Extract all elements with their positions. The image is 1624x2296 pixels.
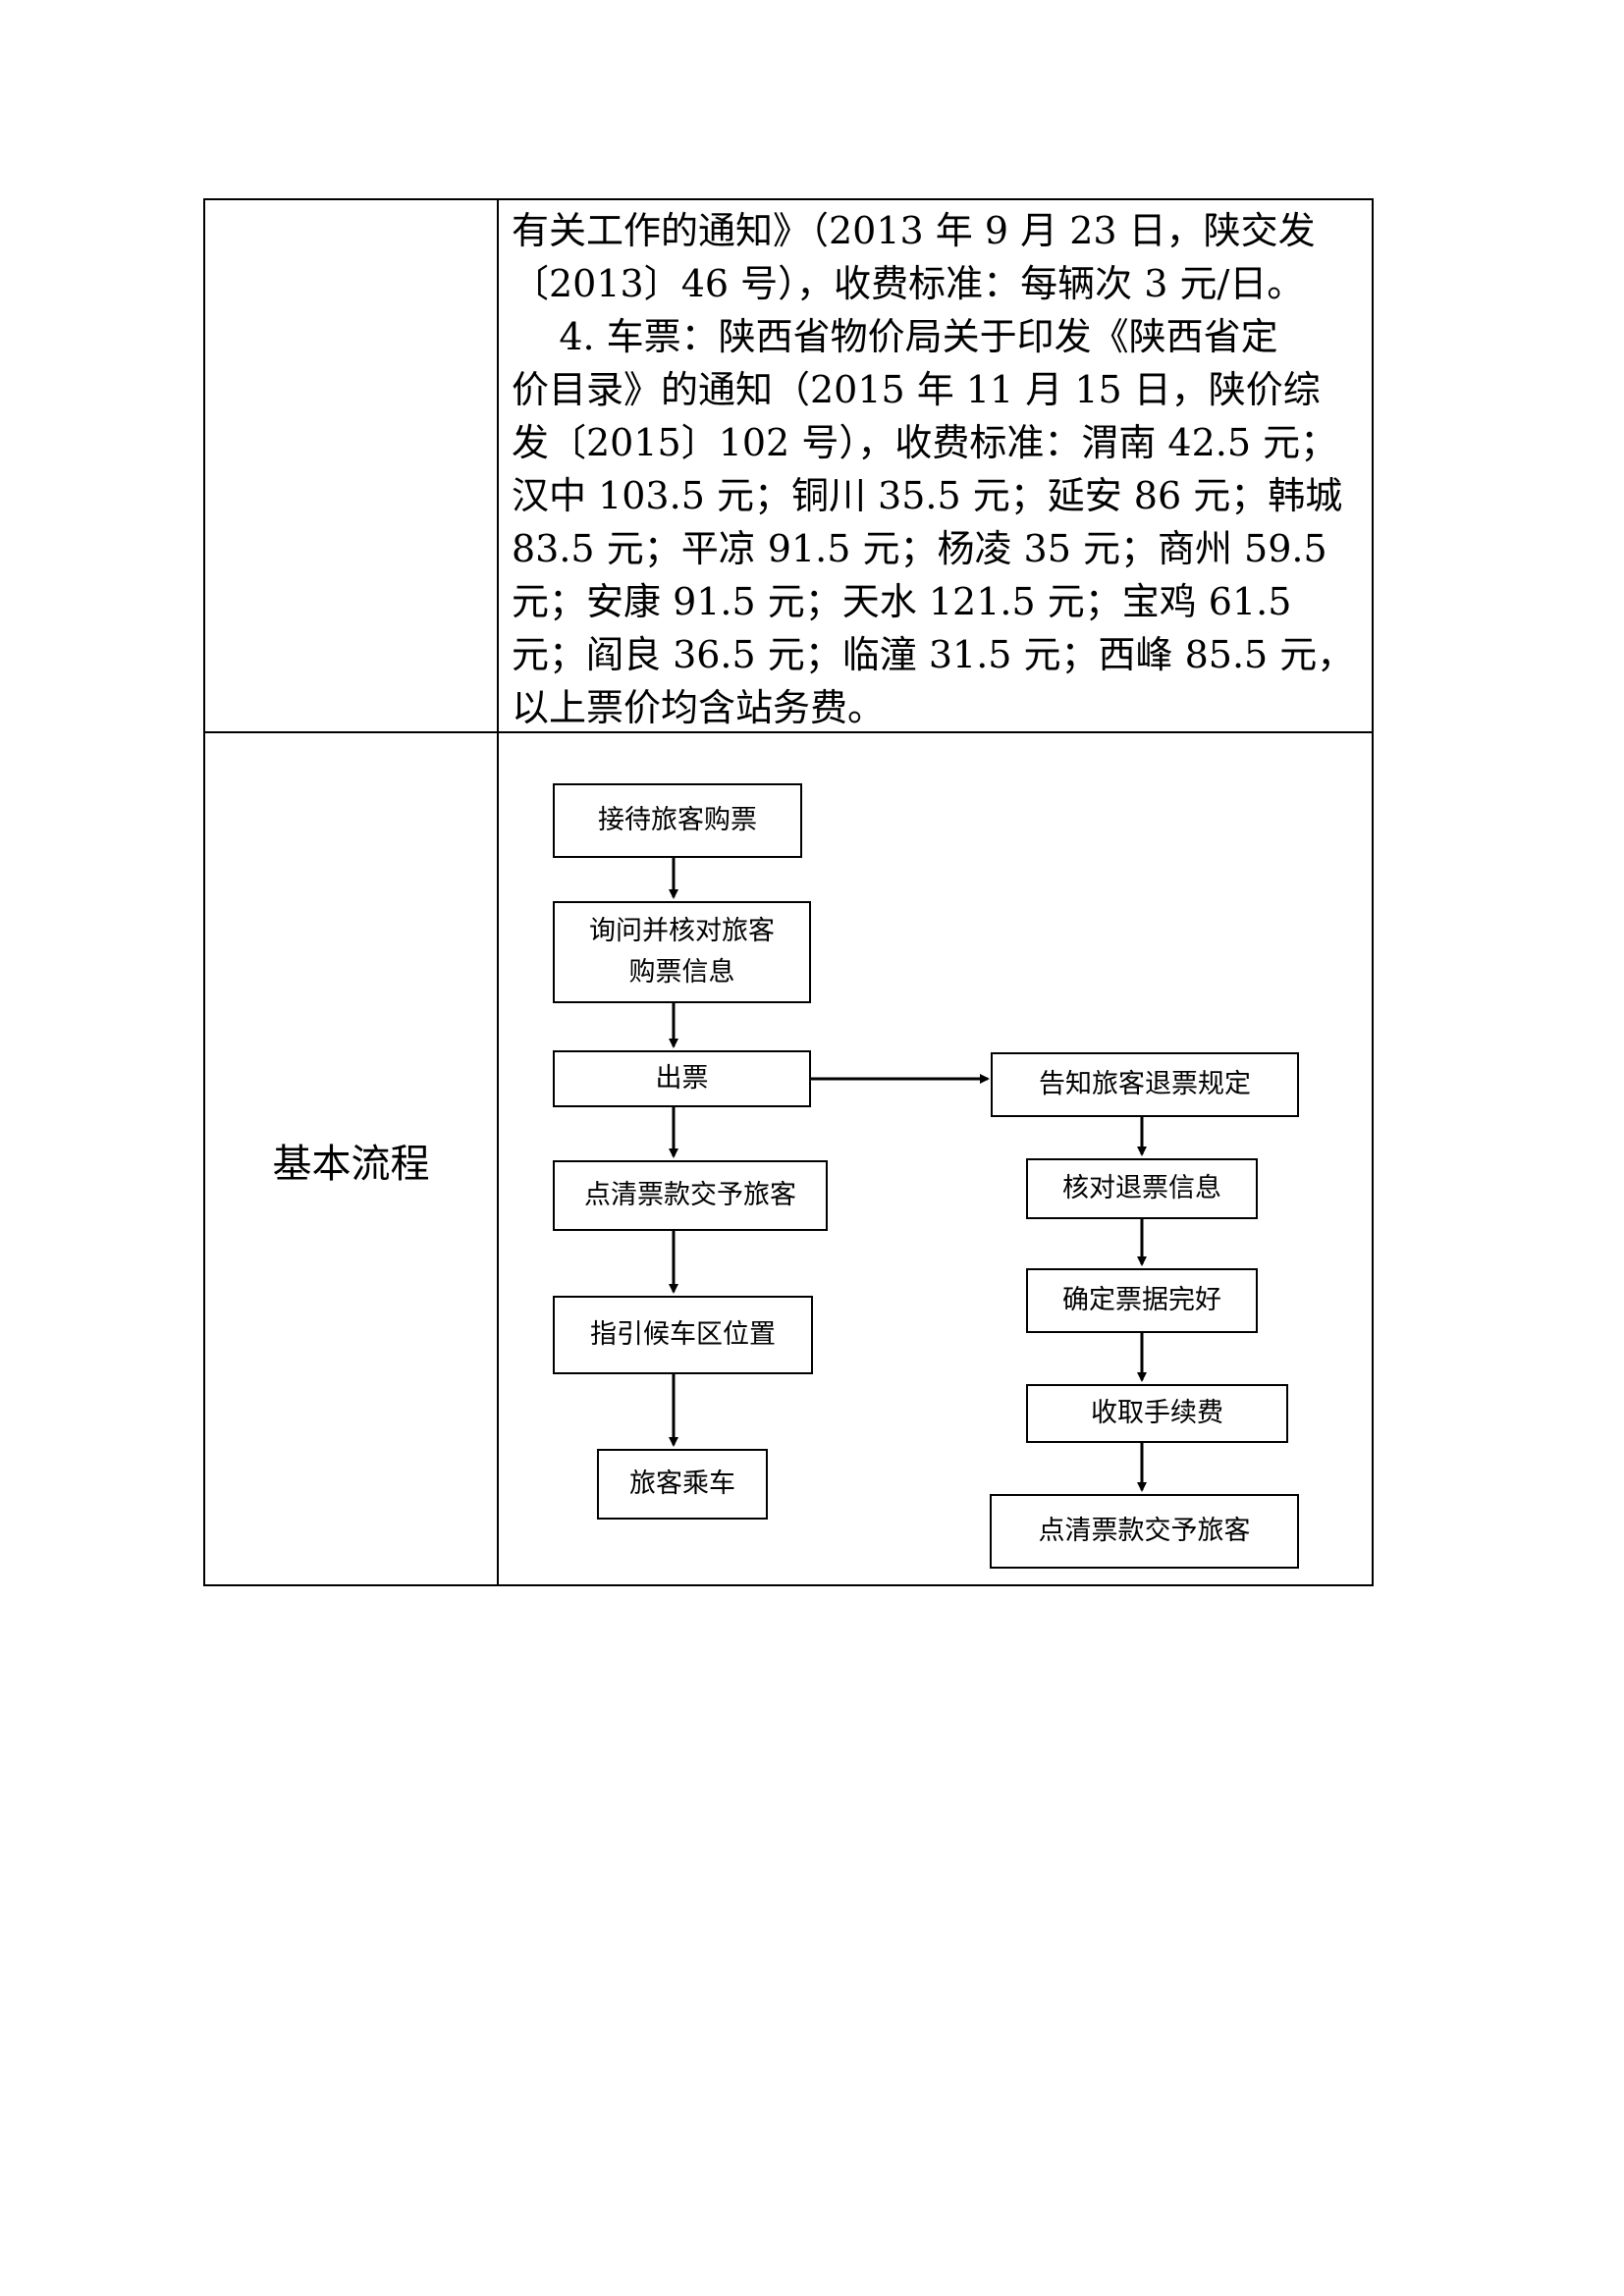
flow-step-issue-ticket: 出票: [553, 1050, 811, 1107]
flow-step-receive-passenger: 接待旅客购票: [553, 783, 802, 858]
text-line: 有关工作的通知》（2013 年 9 月 23 日，陕交发: [512, 209, 1316, 252]
flow-step-refund-money: 点清票款交予旅客: [990, 1494, 1299, 1569]
table-column-divider: [497, 200, 499, 1584]
flow-step-collect-fee: 收取手续费: [1026, 1384, 1288, 1443]
row-label-basic-process: 基本流程: [272, 1141, 430, 1187]
flow-step-refund-rules: 告知旅客退票规定: [991, 1052, 1299, 1117]
text-line: 汉中 103.5 元；铜川 35.5 元；延安 86 元；韩城: [512, 474, 1343, 517]
text-line: 元；阎良 36.5 元；临潼 31.5 元；西峰 85.5 元，: [512, 633, 1355, 676]
table-row-divider: [205, 731, 1372, 733]
flow-step-check-refund-info: 核对退票信息: [1026, 1158, 1258, 1219]
flow-step-verify-ticket-info: 询问并核对旅客 购票信息: [553, 901, 811, 1003]
text-line: 元；安康 91.5 元；天水 121.5 元；宝鸡 61.5: [512, 580, 1292, 623]
flow-step-confirm-ticket-intact: 确定票据完好: [1026, 1268, 1258, 1333]
text-line: 价目录》的通知（2015 年 11 月 15 日，陕价综: [512, 368, 1321, 411]
flow-step-guide-waiting-area: 指引候车区位置: [553, 1296, 813, 1374]
text-line: 发〔2015〕102 号），收费标准：渭南 42.5 元；: [512, 421, 1338, 464]
flow-step-board-bus: 旅客乘车: [597, 1449, 768, 1520]
fee-standard-text: 有关工作的通知》（2013 年 9 月 23 日，陕交发 〔2013〕46 号）…: [512, 204, 1366, 734]
text-line: 〔2013〕46 号），收费标准：每辆次 3 元/日。: [512, 262, 1305, 305]
content-table: 有关工作的通知》（2013 年 9 月 23 日，陕交发 〔2013〕46 号）…: [203, 198, 1374, 1586]
flow-step-count-money: 点清票款交予旅客: [553, 1160, 828, 1231]
text-line: 以上票价均含站务费。: [512, 686, 886, 729]
text-line: 83.5 元；平凉 91.5 元；杨凌 35 元；商州 59.5: [512, 527, 1327, 570]
text-line: 4. 车票：陕西省物价局关于印发《陕西省定: [512, 315, 1278, 358]
